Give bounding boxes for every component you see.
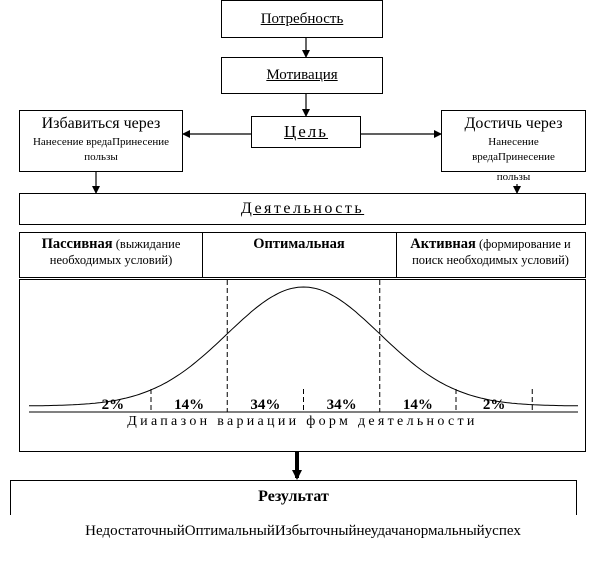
bell-curve — [29, 286, 578, 407]
segment-divider — [396, 233, 397, 277]
segment-passive-text: (выжидание необходимых условий) — [49, 237, 181, 267]
segment-active-text: (формирование и поиск необходимых услови… — [412, 237, 571, 267]
avoid-title: Избавиться через — [41, 115, 161, 132]
achieve-box: Достичь через Нанесение вредаПринесение — [441, 110, 586, 172]
avoid-box: Избавиться через Нанесение вредаПринесен… — [19, 110, 183, 172]
result-text: НедостаточныйОптимальныйИзбыточныйнеудач… — [85, 523, 521, 539]
segment-divider — [202, 233, 203, 277]
distribution-chart-box — [19, 279, 586, 452]
segment-active-title: Активная — [410, 236, 476, 252]
percent-label: 14% — [174, 397, 204, 413]
activity-box: Деятельность — [19, 193, 586, 225]
percent-label: 34% — [250, 397, 280, 413]
goal-box: Цель — [251, 116, 361, 148]
percent-label: 34% — [327, 397, 357, 413]
percent-label: 2% — [483, 397, 506, 413]
result-title: Результат — [258, 488, 329, 505]
segment-optimal-title: Оптимальная — [253, 236, 345, 252]
goal-label: Цель — [283, 122, 329, 141]
segment-optimal: Оптимальная — [203, 236, 395, 252]
achieve-text-3: пользы — [496, 171, 531, 183]
variation-caption: Диапазон вариации форм деятельности — [127, 414, 478, 429]
percent-label: 14% — [403, 397, 433, 413]
result-box: Результат — [10, 480, 577, 515]
segments-row — [19, 232, 586, 278]
motivation-label: Мотивация — [266, 67, 338, 83]
activity-label: Деятельность — [240, 200, 365, 217]
motivation-box: Мотивация — [221, 57, 383, 94]
segment-active: Активная (формирование и поиск необходим… — [399, 236, 582, 277]
need-box: Потребность — [221, 0, 383, 38]
avoid-text: Нанесение вредаПринесение пользы — [32, 136, 169, 163]
achieve-title: Достичь через — [464, 115, 563, 132]
achieve-text-1: Нанесение — [488, 136, 539, 148]
segment-passive-title: Пассивная — [41, 236, 113, 252]
achieve-text-2: вредаПринесение — [472, 151, 555, 163]
segment-passive: Пассивная (выжидание необходимых условий… — [22, 236, 200, 268]
percent-label: 2% — [102, 397, 125, 413]
need-label: Потребность — [260, 10, 344, 27]
